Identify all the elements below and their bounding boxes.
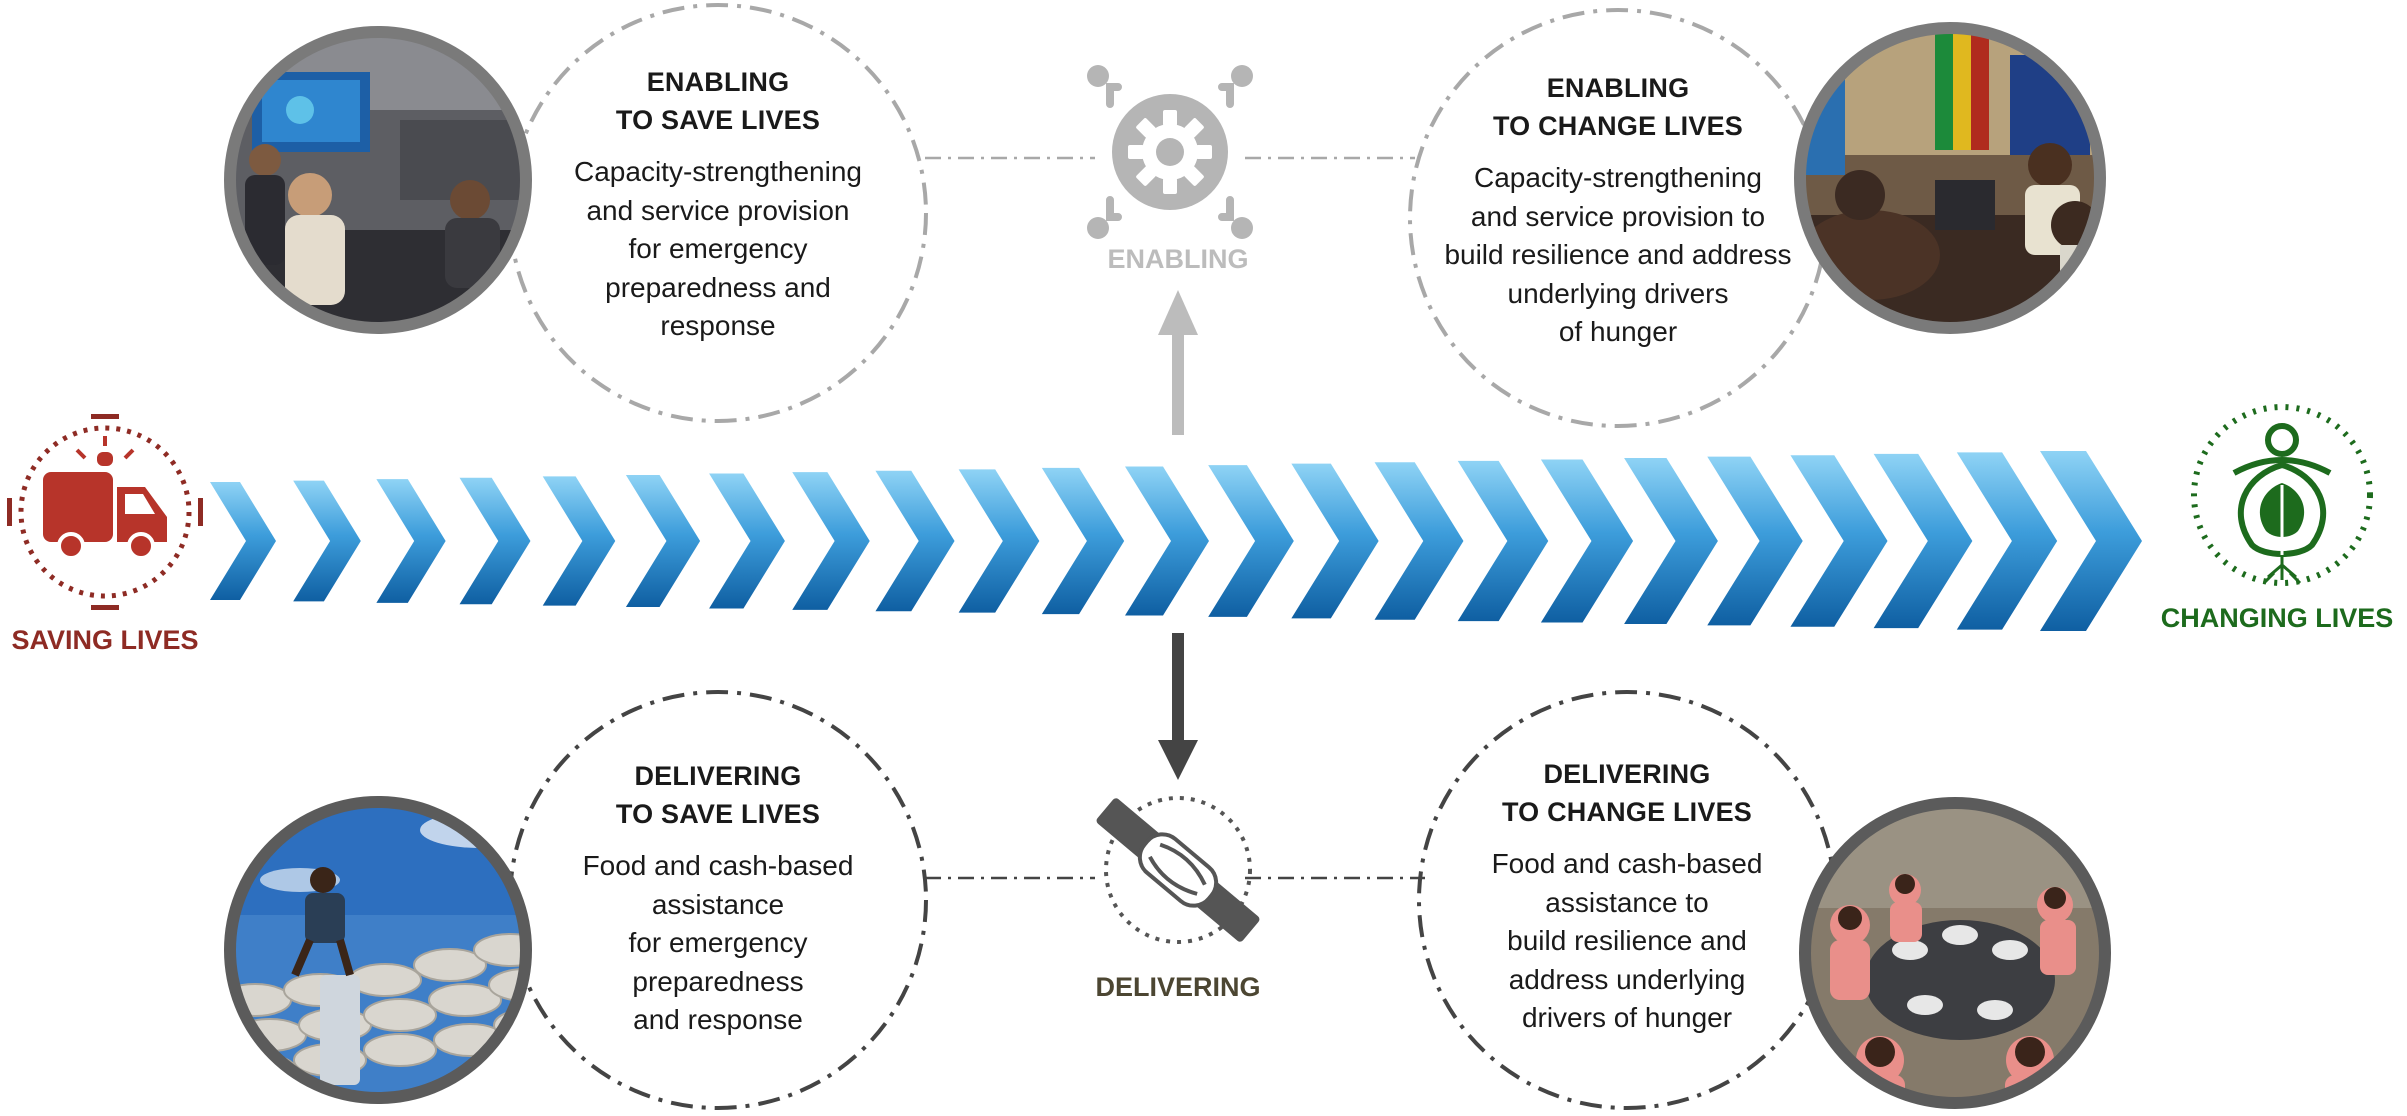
body-line: of hunger: [1558, 316, 1678, 347]
delivering-label: DELIVERING: [1095, 972, 1261, 1002]
enabling-change-body: Capacity-strengthening and service provi…: [1418, 159, 1818, 352]
chevron-arrow: [1707, 456, 1803, 626]
enabling-save-body: Capacity-strengthening and service provi…: [548, 153, 888, 346]
enabling-up-arrow: [1158, 290, 1198, 435]
body-line: Food and cash-based: [582, 850, 854, 881]
body-line: build resilience and: [1507, 925, 1747, 956]
body-line: Capacity-strengthening: [574, 156, 862, 187]
chevron-arrow: [459, 477, 531, 605]
government-meeting-photo: [1794, 22, 2106, 334]
person-in-leaf-icon: [2191, 404, 2373, 586]
ambulance-truck-icon: [7, 414, 203, 610]
chevron-arrow: [958, 469, 1040, 613]
chevron-arrow: [2040, 451, 2142, 631]
body-line: assistance: [651, 888, 785, 920]
chevron-arrow: [1873, 453, 1973, 629]
body-line: Capacity-strengthening: [1474, 162, 1762, 193]
body-line: build resilience and address: [1444, 239, 1792, 270]
delivering-save-bubble-ring: [508, 690, 928, 1110]
chevron-arrow: [709, 473, 785, 609]
chevron-arrow: [1125, 466, 1209, 616]
chevron-arrow: [1790, 455, 1888, 627]
chevron-arrow: [1956, 452, 2058, 630]
body-line: and response: [633, 1004, 803, 1035]
enabling-save-bubble: ENABLING TO SAVE LIVES Capacity-strength…: [548, 63, 888, 346]
chevron-arrow-band: [210, 451, 2142, 631]
chevron-arrow: [1208, 465, 1294, 617]
school-meals-photo: [1799, 797, 2111, 1109]
chevron-arrow: [1291, 463, 1379, 619]
delivering-change-heading-1: DELIVERING: [1543, 759, 1711, 789]
delivering-save-heading-1: DELIVERING: [634, 761, 802, 791]
chevron-arrow: [625, 474, 701, 608]
chevron-arrow: [1624, 458, 1718, 624]
body-line: and service provision: [586, 194, 850, 226]
enabling-change-bubble: ENABLING TO CHANGE LIVES Capacity-streng…: [1418, 69, 1818, 352]
gear-network-icon: [1087, 65, 1253, 239]
delivering-save-heading-2: TO SAVE LIVES: [615, 799, 821, 829]
chevron-arrow: [210, 482, 276, 600]
body-line: for emergency: [628, 927, 808, 958]
delivering-save-bubble: DELIVERING TO SAVE LIVES Food and cash-b…: [548, 757, 888, 1040]
chevron-arrow: [293, 480, 361, 602]
enabling-change-heading-2: TO CHANGE LIVES: [1492, 111, 1744, 141]
delivering-save-body: Food and cash-based assistance for emerg…: [548, 847, 888, 1040]
chevron-arrow: [1374, 462, 1464, 620]
enabling-save-heading-2: TO SAVE LIVES: [615, 105, 821, 135]
body-line: Food and cash-based: [1491, 848, 1763, 879]
connector-lines: [925, 156, 1425, 880]
chevron-arrow: [1540, 459, 1634, 623]
delivering-down-arrow: [1158, 633, 1198, 780]
food-sacks-photo: [224, 796, 532, 1104]
body-line: drivers of hunger: [1521, 1002, 1733, 1033]
body-line: assistance to: [1545, 886, 1709, 918]
delivering-change-heading-2: TO CHANGE LIVES: [1501, 797, 1753, 827]
emergency-operations-room-photo: [224, 26, 532, 334]
chevron-arrow: [1041, 467, 1125, 615]
body-line: response: [660, 310, 776, 341]
enabling-change-heading-1: ENABLING: [1546, 73, 1690, 103]
chevron-arrow: [792, 472, 870, 610]
enabling-save-heading-1: ENABLING: [646, 67, 790, 97]
changing-lives-label: CHANGING LIVES: [2160, 603, 2394, 633]
delivering-change-body: Food and cash-based assistance to build …: [1442, 845, 1812, 1038]
chevron-arrow: [1457, 460, 1549, 622]
chevron-arrow: [376, 479, 446, 603]
saving-lives-label: SAVING LIVES: [11, 625, 199, 655]
body-line: and service provision to: [1470, 200, 1766, 232]
enabling-label: ENABLING: [1107, 244, 1249, 274]
body-line: for emergency: [628, 233, 808, 264]
enabling-save-bubble-ring: [508, 3, 928, 423]
body-line: preparedness and: [605, 271, 831, 303]
chevron-arrow: [542, 476, 616, 606]
body-line: underlying drivers: [1507, 277, 1729, 309]
body-line: preparedness: [632, 965, 804, 997]
body-line: address underlying: [1508, 963, 1746, 995]
chevron-arrow: [875, 470, 955, 612]
helping-hands-icon: [1096, 796, 1260, 944]
delivering-change-bubble: DELIVERING TO CHANGE LIVES Food and cash…: [1442, 755, 1812, 1038]
